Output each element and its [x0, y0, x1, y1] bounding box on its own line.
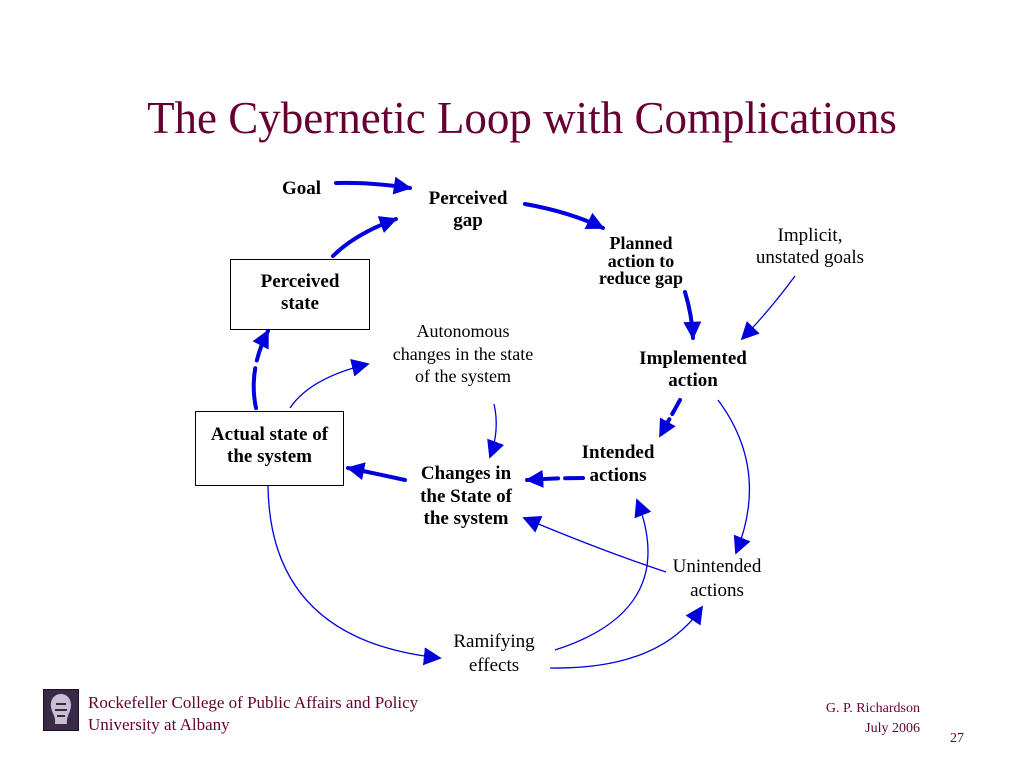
node-perceived-gap: Perceived gap	[428, 188, 508, 232]
arrow-unintended-to-changes	[522, 515, 667, 573]
node-planned-action: Planned action to reduce gap	[598, 233, 684, 289]
footer-org-line2: University at Albany	[88, 715, 230, 735]
arrow-ramifying-to-intended	[554, 498, 652, 651]
footer-organization: Rockefeller College of Public Affairs an…	[88, 692, 418, 736]
arrow-autonomous-to-changes	[487, 403, 505, 459]
perceived-state-box	[230, 259, 370, 330]
arrow-planned-to-implemented	[683, 290, 702, 340]
arrow-actual-to-autonomous	[289, 359, 370, 409]
arrow-ramifying-to-unintended	[549, 605, 703, 669]
footer-credit: G. P. Richardson July 2006	[826, 699, 920, 738]
arrow-intended-to-changes	[525, 469, 585, 488]
actual-state-box	[195, 411, 344, 486]
node-implemented-action: Implemented action	[639, 348, 747, 392]
footer-author: G. P. Richardson	[825, 701, 920, 716]
arrow-implemented-to-intended	[658, 398, 682, 438]
node-unintended-actions: Unintended actions	[672, 556, 762, 601]
arrow-gap-to-planned	[523, 202, 605, 230]
node-implicit-goals: Implicit, unstated goals	[755, 225, 865, 268]
arrow-goal-to-gap	[334, 176, 412, 195]
arrow-implicit-goals-to-implemented	[740, 275, 796, 341]
footer-org-line1: Rockefeller College of Public Affairs an…	[88, 693, 419, 712]
arrow-perceived-state-to-gap	[331, 216, 398, 258]
footer-date: July 2006	[865, 720, 920, 736]
arrow-actual-to-ramifying	[267, 485, 442, 666]
node-actual-state: Actual state of the system	[210, 424, 329, 468]
node-autonomous-changes: Autonomous changes in the state of the s…	[392, 321, 534, 386]
arrow-implemented-to-unintended	[717, 399, 751, 555]
arrow-actual-to-perceived-state	[251, 329, 270, 410]
node-perceived-state: Perceived state	[260, 271, 340, 315]
page-number: 27	[950, 731, 964, 746]
arrow-changes-to-actual	[346, 462, 407, 482]
slide-title: The Cybernetic Loop with Complications	[147, 93, 897, 143]
college-logo-icon	[43, 689, 79, 731]
node-intended-actions: Intended actions	[581, 442, 655, 486]
node-changes-in-state: Changes in the State of the system	[420, 463, 512, 530]
node-ramifying-effects: Ramifying effects	[453, 631, 535, 676]
node-goal: Goal	[282, 178, 322, 199]
